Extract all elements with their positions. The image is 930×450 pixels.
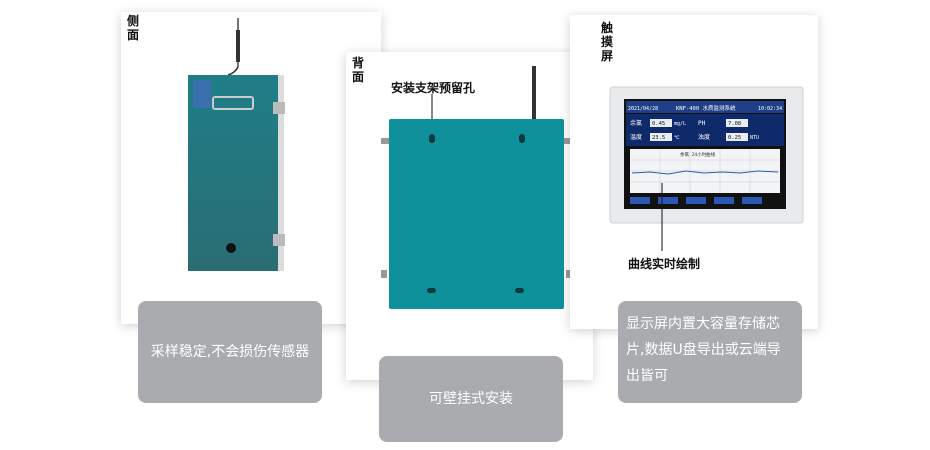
reading-label-1: 余氯 [630, 119, 642, 127]
screen-title: KNF-400 水质监测系统 [676, 104, 736, 112]
side-panel-card: 侧面 [121, 12, 381, 324]
side-caption: 采样稳定,不会损伤传感器 [138, 301, 322, 403]
back-caption: 可壁挂式安装 [379, 356, 563, 442]
screen-caption: 显示屏内置大容量存储芯片,数据U盘导出或云端导出皆可 [618, 301, 802, 403]
mounting-hole-annotation: 安装支架预留孔 [391, 81, 476, 95]
chart-caption: 余氯 24小时曲线 [680, 151, 716, 158]
reading-label-3: 温度 [630, 133, 642, 141]
reading-label-4: 浊度 [698, 133, 710, 141]
curve-annotation: 曲线实时绘制 [628, 257, 701, 271]
back-panel-card: 背面 安装支架预留孔 [346, 52, 593, 380]
side-panel-label: 侧面 [127, 14, 140, 42]
reading-unit-3: ℃ [674, 135, 680, 141]
screen-panel-card: 触摸屏 曲线实时绘制 2021/04/28 KNF-400 水质监测系统 10:… [570, 15, 818, 329]
reading-value-4: 0.25 [728, 135, 741, 141]
back-panel-label: 背面 [352, 56, 365, 84]
back-view-device [381, 66, 572, 309]
reading-value-2: 7.08 [728, 121, 741, 127]
screen-time: 10:02:34 [758, 106, 782, 112]
side-view-device [188, 18, 285, 271]
screen-date: 2021/04/28 [628, 106, 658, 112]
reading-unit-4: NTU [750, 135, 759, 141]
reading-label-2: PH [698, 120, 706, 127]
reading-value-1: 0.45 [652, 121, 665, 127]
reading-unit-1: mg/L [674, 121, 686, 127]
touchscreen-device: 2021/04/28 KNF-400 水质监测系统 10:02:34 余氯 0.… [609, 86, 804, 251]
reading-value-3: 23.5 [652, 135, 665, 141]
screen-panel-label: 触摸屏 [601, 21, 614, 63]
